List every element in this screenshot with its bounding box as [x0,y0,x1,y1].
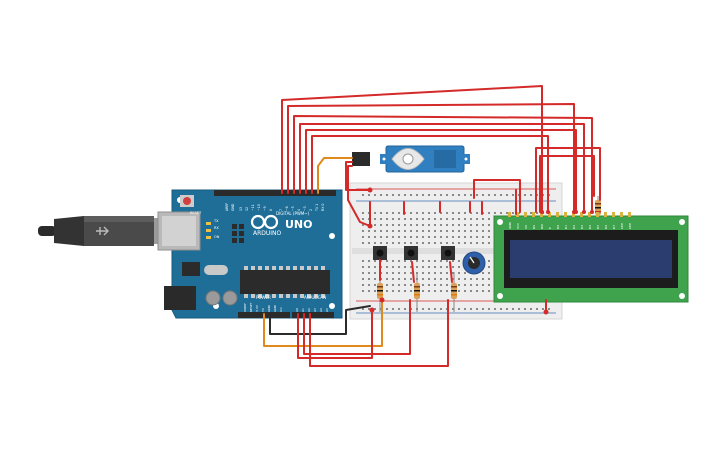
wire-lcd-vcc [539,155,595,213]
svg-text:A4: A4 [319,308,323,312]
push-button-1[interactable] [373,246,387,260]
svg-text:E: E [548,227,552,229]
microcontroller-chip [240,270,330,294]
svg-text:D0: D0 [556,225,560,229]
svg-text:TX 1: TX 1 [315,204,319,212]
svg-text:~9: ~9 [263,206,267,211]
digital-label: DIGITAL (PWM~) [276,211,310,216]
svg-text:12: 12 [245,207,249,211]
wires [263,85,601,367]
svg-text:Vin: Vin [279,307,283,312]
svg-text:LED: LED [620,222,624,229]
svg-text:A1: A1 [301,308,305,312]
svg-text:RX 0: RX 0 [321,204,325,211]
resistor-3 [451,272,457,312]
svg-text:~11: ~11 [251,204,255,211]
wire-5v [263,299,383,347]
svg-text:2: 2 [309,209,313,211]
reset-button[interactable] [183,197,191,205]
svg-text:7: 7 [279,209,283,211]
usb-cable [38,216,164,246]
wire-servo-signal [317,157,353,194]
wire-d8 [305,129,577,213]
wire-a0 [297,309,373,359]
aref-label: AREF [225,203,229,211]
svg-text:4: 4 [297,209,301,211]
digital-header [214,190,336,196]
reset-label: RESET [190,211,202,215]
svg-text:LED: LED [628,222,632,229]
arduino-brand-label: ARDUINO [253,230,282,237]
wire-lcd-led [535,147,601,213]
push-button-2[interactable] [404,246,418,260]
wire-d9 [299,123,585,213]
arduino-logo: ARDUINO UNO [250,214,313,237]
wire-d11 [287,103,575,213]
resistor-4 [595,196,601,222]
analog-pin-labels: A0 A1 A2 A3 A4 A5 [295,308,329,312]
svg-text:D6: D6 [604,225,608,229]
lcd-screen [510,240,672,278]
svg-text:5V: 5V [261,307,265,312]
rx-label: RX [214,226,219,230]
svg-text:3.3V: 3.3V [255,304,259,312]
arduino-model-label: UNO [285,218,313,231]
svg-text:~6: ~6 [285,206,289,211]
svg-text:~3: ~3 [303,206,307,211]
svg-text:V0: V0 [524,225,528,229]
digital-pin-labels: 13 12 ~11 ~10 ~9 8 7 ~6 ~5 4 ~3 2 TX 1 R… [239,204,325,212]
svg-text:D4: D4 [588,225,592,229]
svg-text:VCC: VCC [516,223,520,229]
svg-text:RS: RS [532,225,536,229]
svg-text:GND: GND [267,304,271,312]
wire-servo-power [345,161,371,191]
wire-servo-gnd [347,165,371,227]
svg-text:D3: D3 [580,225,584,229]
arduino-uno-board: ARDUINO UNO 13 12 ~11 ~10 ~9 8 7 ~6 ~5 4… [157,189,343,319]
svg-text:D2: D2 [572,225,576,229]
svg-text:A2: A2 [307,308,311,312]
power-pin-labels: IOREF RESET 3.3V 5V GND GND Vin [243,302,283,312]
svg-text:13: 13 [239,207,243,211]
wire-d10 [293,115,593,213]
svg-text:IOREF: IOREF [243,303,247,312]
svg-text:RW: RW [540,224,544,229]
tx-label: TX [213,219,219,223]
svg-text:~5: ~5 [291,206,295,211]
wire-gnd [269,305,371,335]
wire-lcd-d7 [473,179,521,213]
analog-label: ANALOG IN [304,295,326,300]
svg-text:D7: D7 [612,225,616,229]
lcd-pin-labels: GND VCC V0 RS RW E D0 D1 D2 D3 D4 D5 D6 … [508,221,632,229]
gnd-label: GND [231,203,235,211]
on-label: ON [214,235,220,239]
wire-a1 [303,299,411,355]
resistor-2 [414,272,420,312]
svg-text:A0: A0 [295,308,299,312]
analog-header [292,312,334,318]
lcd-display: GND VCC V0 RS RW E D0 D1 D2 D3 D4 D5 D6 … [493,212,689,303]
svg-text:D5: D5 [596,225,600,229]
servo-motor [352,145,470,173]
svg-text:GND: GND [273,304,277,312]
svg-text:GND: GND [508,221,512,229]
svg-text:A5: A5 [325,308,329,312]
wire-d7 [311,135,549,213]
svg-text:D1: D1 [564,225,568,229]
potentiometer[interactable] [462,251,486,275]
svg-text:8: 8 [269,209,273,211]
svg-text:~10: ~10 [257,204,261,211]
svg-text:RESET: RESET [249,302,253,312]
wire-a2 [309,299,449,367]
push-button-3[interactable] [441,246,455,260]
power-label: POWER [256,295,271,300]
svg-text:A3: A3 [313,308,317,312]
